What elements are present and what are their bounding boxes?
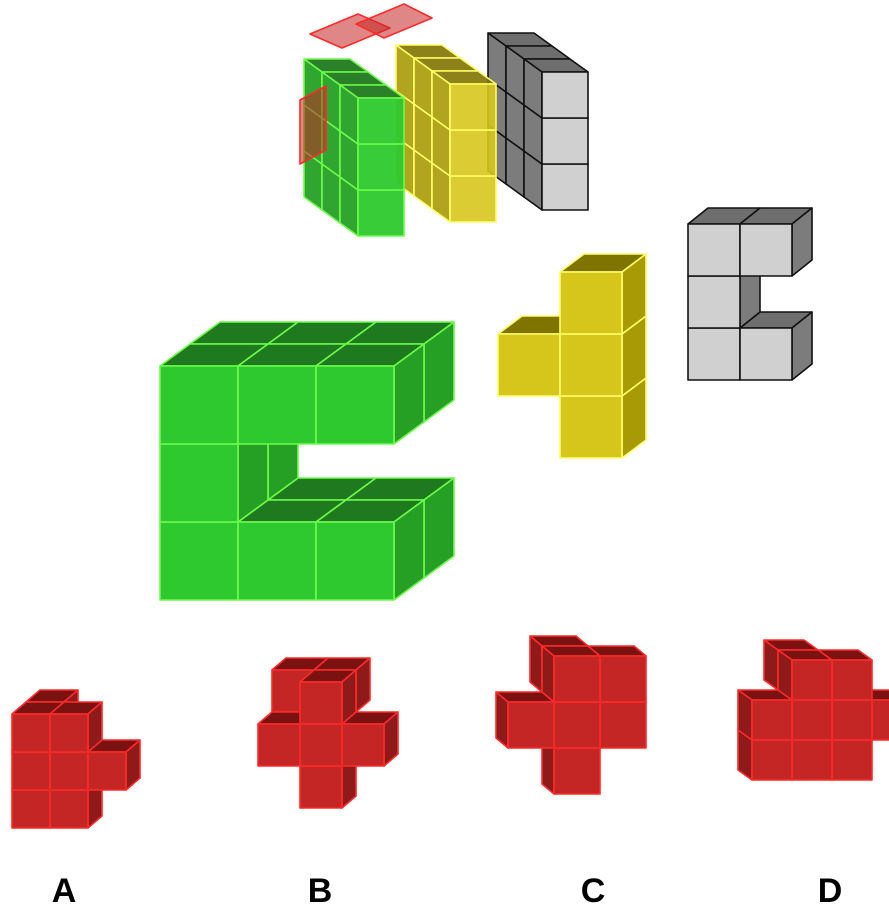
option-d-red-piece (737, 639, 889, 781)
yellow-t-piece (497, 253, 647, 459)
cube-front-face (553, 655, 601, 703)
cube-front-face (559, 395, 623, 459)
option-b-label: B (307, 872, 333, 910)
cube-front-face (237, 365, 317, 445)
cube-front-face (687, 327, 741, 381)
option-c[interactable] (490, 640, 660, 910)
red-hint-face (299, 85, 327, 165)
option-b-red-piece (257, 657, 399, 809)
option-a-red-piece (11, 689, 141, 829)
cube-front-face (541, 71, 589, 119)
gray-piece (687, 207, 813, 381)
option-a-label: A (51, 872, 77, 910)
cube-front-face (449, 83, 497, 131)
cube-front-face (497, 333, 561, 397)
assembled-cube (299, 3, 589, 237)
cube-front-face (237, 521, 317, 601)
cube-front-face (541, 163, 589, 211)
cube-front-face (49, 713, 89, 753)
red-hint-face (355, 3, 433, 39)
cube-front-face (315, 365, 395, 445)
cube-front-face (87, 751, 127, 791)
option-c-red-piece (495, 635, 647, 795)
cube-front-face (559, 333, 623, 397)
cube-front-face (739, 327, 793, 381)
option-b[interactable] (230, 640, 400, 910)
cube-front-face (159, 521, 239, 601)
cube-front-face (739, 223, 793, 277)
option-d-label: D (817, 872, 843, 910)
option-d[interactable] (730, 640, 889, 910)
cube-front-face (559, 271, 623, 335)
cube-front-face (791, 659, 833, 701)
cube-front-face (541, 117, 589, 165)
cube-front-face (159, 443, 239, 523)
option-a[interactable] (0, 640, 170, 910)
cube-front-face (357, 143, 405, 191)
cube-front-face (357, 97, 405, 145)
cube-front-face (687, 223, 741, 277)
cube-front-face (357, 189, 405, 237)
cube-front-face (449, 129, 497, 177)
cube-front-face (299, 681, 343, 725)
cube-front-face (449, 175, 497, 223)
cube-front-face (687, 275, 741, 329)
option-c-label: C (580, 872, 606, 910)
cube-front-face (341, 723, 385, 767)
cube-front-face (159, 365, 239, 445)
cube-front-face (315, 521, 395, 601)
green-c-piece (159, 321, 455, 601)
